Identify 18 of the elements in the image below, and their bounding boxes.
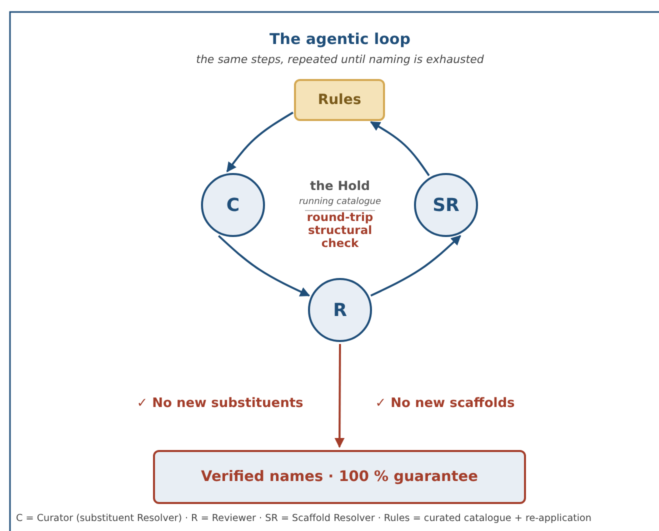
arrow	[370, 235, 462, 297]
hold-label: the Hold	[309, 178, 371, 193]
title: The agentic loop	[268, 30, 412, 48]
arrow	[218, 235, 310, 297]
arrow	[226, 112, 294, 172]
criterion-label: ✓ No new scaffolds	[374, 396, 516, 411]
check-label: round-trip structural check	[306, 211, 374, 250]
arrow	[334, 344, 345, 448]
agent-circle: R	[308, 278, 372, 342]
legend-note: C = Curator (substituent Resolver) · R = Reviewer · SR = Scaffold Resolver · Rules = curated catalogue + re-application	[16, 513, 592, 524]
hold-note: running catalogue	[298, 197, 382, 207]
result-box: Verified names · 100 % guarantee	[153, 450, 526, 504]
criterion-label: ✓ No new substituents	[136, 396, 304, 411]
agent-circle: C	[201, 173, 265, 237]
agent-circle: SR	[414, 173, 478, 237]
arrow	[370, 121, 430, 176]
rules-box: Rules	[294, 79, 385, 121]
subtitle: the same steps, repeated until naming is exhausted	[195, 53, 485, 66]
